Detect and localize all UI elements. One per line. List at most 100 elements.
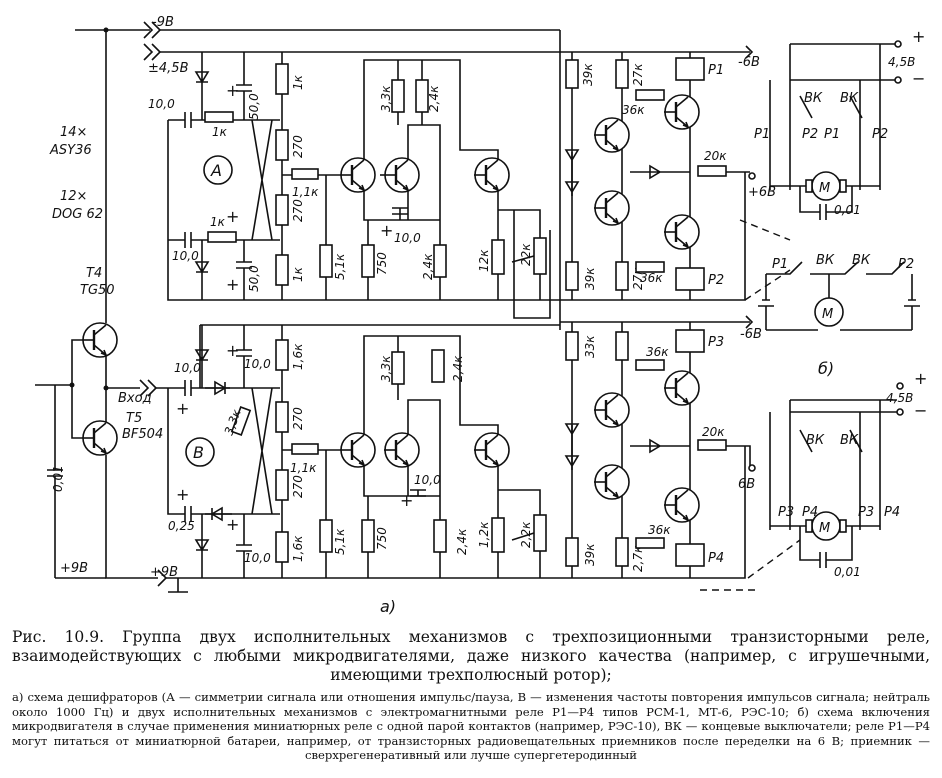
circuit-schematic: 14× ASY36 12× DOG 62 T4 TG50 Вход T5 BF5… — [35, 15, 927, 616]
a-cin-bot: 10,0 — [172, 249, 199, 263]
relay-a-r7: 36к — [640, 271, 663, 285]
decoder-b-label: B — [193, 443, 204, 462]
a-c-bot-label: 50,0 — [247, 265, 261, 292]
b-c-bot-label: 10,0 — [244, 551, 271, 565]
decoder-b: B 10,0 0,25 + + 10,0 + 10,0 + 3,3к 1,6к … — [156, 325, 547, 578]
b-r-e1-label: 5,1к — [333, 528, 347, 555]
b6-label: б) — [818, 359, 834, 378]
a-r-e1-label: 5,1к — [333, 253, 347, 280]
motor-b-symbol: М — [819, 521, 830, 536]
a-r-in-top-label: 1к — [212, 125, 228, 139]
relay-a-r1: 39к — [581, 63, 595, 86]
b-transistor-2 — [382, 431, 421, 469]
svg-text:+: + — [226, 207, 239, 226]
b-r-c1-label: 3,3к — [379, 355, 393, 382]
b-cin-top: 10,0 — [174, 361, 201, 375]
svg-text:−: − — [914, 401, 927, 420]
relay-b-vtop: -6В — [740, 327, 762, 342]
svg-text:+: + — [380, 221, 393, 240]
relay-b-r4: 20к — [702, 425, 725, 439]
b6-motor: М — [822, 307, 833, 322]
relay-a-r5: 39к — [583, 267, 597, 290]
a-r-top-label: 1к — [291, 74, 305, 90]
a-r-out-label: 12к — [477, 249, 491, 272]
relay-a-coil2: Р2 — [708, 273, 724, 288]
relay-a-r4: 20к — [704, 149, 727, 163]
motor-a-symbol: М — [819, 181, 830, 196]
supply-top-label: -9В — [152, 15, 174, 30]
b6-vk1: ВК — [816, 253, 835, 268]
svg-text:+: + — [226, 341, 239, 360]
b6-p2: Р2 — [898, 257, 914, 272]
relay-block-a: -6В 39к 27к Р1 36к 20к +6В 39к 27к 36к Р… — [560, 45, 776, 301]
b-r-mid2-label: 270 — [291, 475, 305, 498]
a-transistor-3 — [472, 156, 511, 194]
svg-text:+: + — [914, 369, 927, 388]
a-transistor-2 — [382, 156, 421, 194]
relay-b-r3: 36к — [646, 345, 669, 359]
b-r-base-label: 1,1к — [290, 461, 317, 475]
svg-text:+: + — [176, 485, 189, 504]
t4-name: T4 — [86, 266, 102, 281]
t5-name: T5 — [126, 411, 142, 426]
b-transistor-3 — [472, 431, 511, 469]
t4-type: TG50 — [80, 283, 115, 298]
b-cin-bot: 0,25 — [168, 519, 195, 533]
transistor-type-2: DOG 62 — [52, 207, 103, 222]
relay-a-q1 — [592, 116, 631, 154]
transistor-count-1: 14× — [60, 125, 87, 140]
svg-text:−: − — [912, 69, 925, 88]
a-cin-top: 10,0 — [148, 97, 175, 111]
figure-label-a: а) — [380, 597, 396, 616]
motor-a-p1a: Р1 — [754, 127, 770, 142]
b-r-c3-label: 2,4к — [455, 528, 469, 555]
a-pot-label: 22к — [519, 243, 533, 266]
decoder-b-marker — [185, 437, 215, 467]
relay-b-coil1: Р3 — [708, 335, 724, 350]
a-r-mid1-label: 270 — [291, 135, 305, 158]
svg-text:+: + — [226, 81, 239, 100]
b-c-top-label: 10,0 — [244, 357, 271, 371]
supply-bottom-label-2: +9В — [150, 565, 178, 580]
relay-b-q2 — [662, 369, 701, 407]
b-c-e-label: 10,0 — [414, 473, 441, 487]
relay-a-coil1: Р1 — [708, 63, 724, 78]
relay-a-q3 — [592, 189, 631, 227]
svg-text:+: + — [176, 399, 189, 418]
a-r-c1-label: 3,3к — [379, 85, 393, 112]
caption-body: а) схема дешифраторов (А — симметрии сиг… — [12, 690, 930, 763]
a-r-c2-label: 2,4к — [427, 85, 441, 112]
motor-b-p4b: Р4 — [884, 505, 900, 520]
motor-b-vk1: ВК — [806, 433, 825, 448]
caption-title: Рис. 10.9. Группа двух исполнительных ме… — [12, 628, 930, 684]
relay-a-q4 — [662, 213, 701, 251]
a-c-e-label: 10,0 — [394, 231, 421, 245]
supply-mid-label: ±4,5В — [148, 61, 189, 76]
input-label: Вход — [118, 391, 152, 406]
motor-a-cap: 0,01 — [834, 203, 861, 217]
relay-a-r2: 27к — [631, 63, 645, 86]
a-r-in-top — [204, 111, 234, 123]
b-r-top-label: 1,6к — [291, 343, 305, 370]
motor-a-p1b: Р1 — [824, 127, 840, 142]
motor-a-supply: 4,5В — [888, 55, 915, 69]
decoder-a-label: A — [210, 161, 222, 180]
a-r-in-bot — [207, 231, 237, 243]
motor-b-p4a: Р4 — [802, 505, 818, 520]
motor-a-vk2: ВК — [840, 91, 859, 106]
motor-b-cap: 0,01 — [834, 565, 861, 579]
b-r-out-label: 1,2к — [477, 521, 491, 548]
relay-a-r3: 36к — [622, 103, 645, 117]
motor-circuit-a: + − 4,5В ВК ВК Р1 Р2 Р1 Р2 М 0,01 — [754, 27, 925, 220]
relay-b-vmid: 6В — [738, 477, 755, 492]
svg-text:+: + — [400, 491, 413, 510]
a-r-c3-label: 2,4к — [421, 253, 435, 280]
decoder-a: A 10,0 10,0 1к 1к 50,0 50,0 + + + 1к 270… — [148, 52, 560, 319]
b-pot-label: 2,2к — [519, 521, 533, 548]
svg-text:+: + — [226, 515, 239, 534]
a-transistor-1 — [338, 156, 377, 194]
transistor-type-1: ASY36 — [49, 143, 92, 158]
transistor-t5 — [80, 419, 119, 457]
relay-b-q4 — [662, 486, 701, 524]
b-r-c2-label: 2,4к — [451, 355, 465, 382]
